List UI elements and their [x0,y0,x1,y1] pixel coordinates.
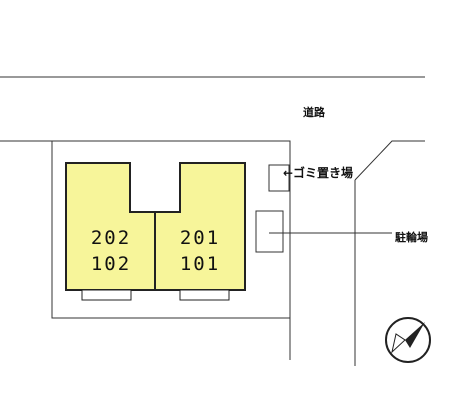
side-road-corner [354,140,425,181]
lot-boundary-top-right [52,140,291,360]
right-step [179,289,230,301]
lot-boundary-left-bottom [0,140,290,319]
road-label: 道路 [303,106,325,119]
garbage-area-label: ←ゴミ置き場 [283,166,354,180]
unit-101-label: 101 [179,253,221,275]
bicycle-parking-label: 駐輪場 [395,231,428,244]
bicycle-parking-area [255,210,284,253]
left-step [81,289,132,301]
unit-201-label: 201 [179,227,221,249]
garbage-area [268,164,290,192]
unit-202-label: 202 [90,227,132,249]
compass-north-arrow-icon [385,317,431,363]
unit-102-label: 102 [90,253,132,275]
